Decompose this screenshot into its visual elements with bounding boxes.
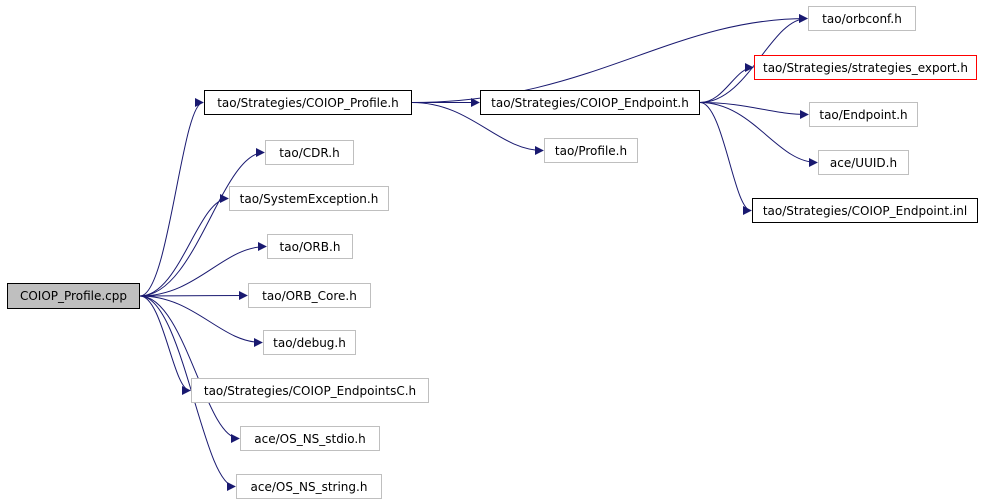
node-label: tao/debug.h <box>273 335 346 350</box>
node-coiop-endpoint-inl[interactable]: tao/Strategies/COIOP_Endpoint.inl <box>752 198 978 223</box>
node-cdr[interactable]: tao/CDR.h <box>265 140 354 165</box>
edge-coiop_endpoint_h-to-endpoint <box>699 102 809 119</box>
node-endpoint-h[interactable]: tao/Endpoint.h <box>809 102 918 127</box>
node-label: ace/OS_NS_stdio.h <box>254 431 366 446</box>
edge-coiop_profile_h-to-profile <box>411 102 544 155</box>
edge-root-to-debug <box>139 295 263 347</box>
node-strategies-export[interactable]: tao/Strategies/strategies_export.h <box>754 55 977 80</box>
edge-coiop_endpoint_h-to-strat_export <box>699 63 754 103</box>
node-label: COIOP_Profile.cpp <box>19 289 127 303</box>
edge-root-to-cdr <box>139 148 265 297</box>
node-label: ace/UUID.h <box>829 155 898 170</box>
node-label: tao/Endpoint.h <box>819 107 908 122</box>
edge-coiop_endpoint_h-to-endpoint_inl <box>699 102 752 215</box>
node-label: tao/Strategies/COIOP_Profile.h <box>217 95 399 110</box>
node-label: tao/Strategies/strategies_export.h <box>763 60 968 75</box>
edge-root-to-orb_core <box>139 291 248 301</box>
node-os-ns-string[interactable]: ace/OS_NS_string.h <box>236 474 382 499</box>
node-label: tao/CDR.h <box>279 145 340 160</box>
node-label: tao/Strategies/COIOP_EndpointsC.h <box>203 383 417 398</box>
node-label: tao/SystemException.h <box>239 191 379 206</box>
edge-root-to-sysexc <box>139 194 229 297</box>
node-label: tao/orbconf.h <box>822 11 902 26</box>
node-label: ace/OS_NS_string.h <box>250 479 368 494</box>
node-label: tao/ORB_Core.h <box>262 288 357 303</box>
node-root: COIOP_Profile.cpp <box>7 283 140 309</box>
node-coiop-endpoint-h[interactable]: tao/Strategies/COIOP_Endpoint.h <box>480 90 700 115</box>
node-uuid-h[interactable]: ace/UUID.h <box>818 150 909 175</box>
node-label: tao/Strategies/COIOP_Endpoint.h <box>491 95 689 110</box>
edge-root-to-endpointsc <box>139 295 191 395</box>
node-label: tao/ORB.h <box>279 239 341 254</box>
edge-coiop_endpoint_h-to-uuid <box>699 102 818 167</box>
node-coiop-endpointsc-h[interactable]: tao/Strategies/COIOP_EndpointsC.h <box>191 378 429 403</box>
node-profile-h[interactable]: tao/Profile.h <box>544 138 638 163</box>
node-label: tao/Profile.h <box>554 143 628 158</box>
node-system-exception[interactable]: tao/SystemException.h <box>229 186 389 211</box>
edge-root-to-coiop_profile_h <box>139 98 204 297</box>
edge-root-to-orb <box>139 242 267 297</box>
node-orb[interactable]: tao/ORB.h <box>267 234 353 259</box>
node-orbconf[interactable]: tao/orbconf.h <box>808 6 916 31</box>
node-orb-core[interactable]: tao/ORB_Core.h <box>248 283 371 308</box>
node-coiop-profile-h[interactable]: tao/Strategies/COIOP_Profile.h <box>204 90 412 115</box>
node-debug[interactable]: tao/debug.h <box>263 330 356 355</box>
edge-root-to-stdio <box>139 295 240 443</box>
node-os-ns-stdio[interactable]: ace/OS_NS_stdio.h <box>240 426 380 451</box>
node-label: tao/Strategies/COIOP_Endpoint.inl <box>762 203 968 218</box>
